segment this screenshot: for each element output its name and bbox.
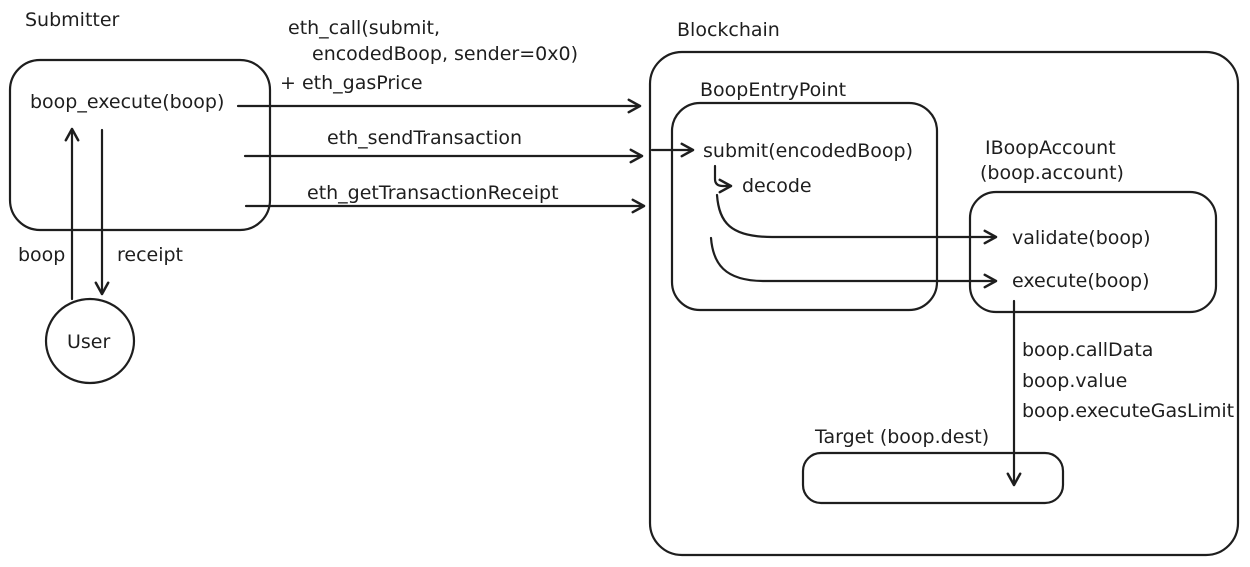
account-title: IBoopAccount (985, 137, 1116, 159)
user-label: User (67, 331, 110, 353)
arrow-decode-to-execute (709, 236, 998, 289)
execute-label: execute(boop) (1012, 270, 1150, 292)
eth-call-label-line1: eth_call(submit, (288, 17, 440, 39)
user-circle (44, 297, 136, 385)
receipt-edge-label: receipt (117, 244, 183, 266)
entrypoint-box (670, 101, 939, 312)
account-box (968, 190, 1218, 314)
submit-label: submit(encodedBoop) (703, 140, 913, 162)
account-subtitle: (boop.account) (980, 162, 1124, 184)
submitter-title: Submitter (25, 9, 120, 31)
submitter-box (8, 58, 272, 232)
boop-executegaslimit-label: boop.executeGasLimit (1022, 400, 1234, 422)
eth-call-label-line3: + eth_gasPrice (280, 72, 423, 94)
blockchain-title: Blockchain (677, 19, 780, 41)
validate-label: validate(boop) (1012, 227, 1150, 249)
eth-call-label-line2: encodedBoop, sender=0x0) (312, 43, 578, 65)
boop-edge-label: boop (18, 244, 65, 266)
boop-value-label: boop.value (1022, 370, 1127, 392)
eth-send-label: eth_sendTransaction (327, 127, 522, 149)
decode-elbow-icon (713, 164, 733, 194)
boop-execute-label: boop_execute(boop) (30, 91, 224, 113)
entrypoint-title: BoopEntryPoint (700, 79, 846, 101)
boop-calldata-label: boop.callData (1022, 339, 1153, 361)
decode-label: decode (742, 175, 812, 197)
arrow-decode-to-validate (715, 193, 998, 245)
target-title: Target (boop.dest) (814, 426, 989, 448)
eth-receipt-label: eth_getTransactionReceipt (307, 182, 559, 204)
target-box (801, 451, 1065, 505)
blockchain-box (648, 50, 1240, 557)
